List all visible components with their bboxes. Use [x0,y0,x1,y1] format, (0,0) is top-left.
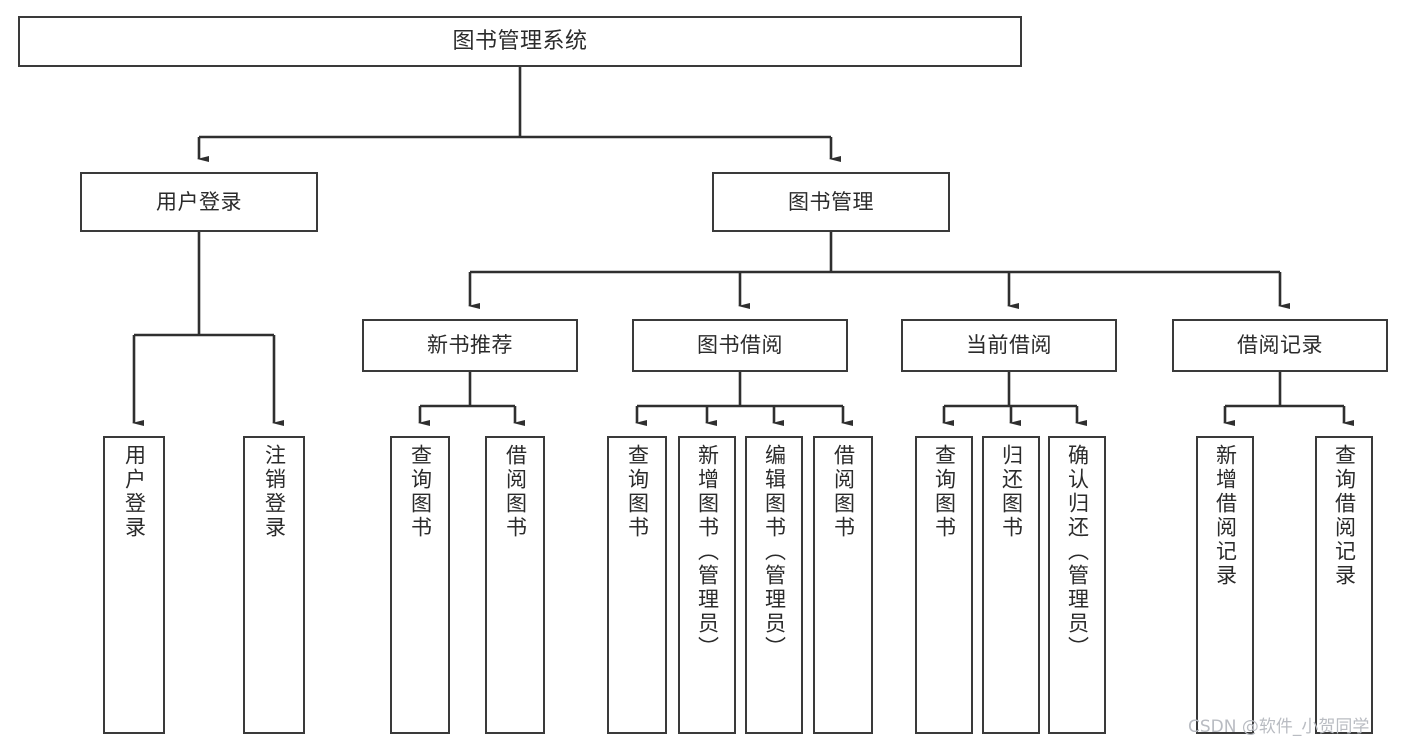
node-leaf-user-login[interactable]: 用户登录 [103,436,165,734]
node-label: 注销登录 [262,444,287,540]
node-leaf-add-record[interactable]: 新增借阅记录 [1196,436,1254,734]
csdn-watermark: CSDN @软件_小贺同学 [1188,717,1370,737]
node-leaf-query-book-2[interactable]: 查询图书 [607,436,667,734]
node-borrow-record[interactable]: 借阅记录 [1172,319,1388,372]
node-label: 查询图书 [625,444,650,540]
node-label: 编辑图书（管理员） [762,444,787,660]
node-label: 图书管理系统 [452,28,588,54]
node-leaf-return-book[interactable]: 归还图书 [982,436,1040,734]
node-leaf-borrow-book-1[interactable]: 借阅图书 [485,436,545,734]
node-leaf-user-logout[interactable]: 注销登录 [243,436,305,734]
node-user-login[interactable]: 用户登录 [80,172,318,232]
node-label: 新增借阅记录 [1213,444,1238,588]
node-label: 查询图书 [408,444,433,540]
node-label: 新增图书（管理员） [695,444,720,660]
node-label: 归还图书 [999,444,1024,540]
node-label: 图书管理 [788,189,874,214]
node-book-borrow[interactable]: 图书借阅 [632,319,848,372]
node-leaf-confirm-return[interactable]: 确认归还（管理员） [1048,436,1106,734]
node-label: 图书借阅 [697,333,783,358]
node-leaf-borrow-book-2[interactable]: 借阅图书 [813,436,873,734]
node-label: 借阅图书 [831,444,856,540]
node-label: 确认归还（管理员） [1065,444,1090,660]
node-root[interactable]: 图书管理系统 [18,16,1022,67]
node-leaf-query-book-3[interactable]: 查询图书 [915,436,973,734]
node-label: 新书推荐 [427,333,513,358]
node-leaf-query-book-1[interactable]: 查询图书 [390,436,450,734]
node-label: 用户登录 [156,189,242,214]
node-leaf-edit-book[interactable]: 编辑图书（管理员） [745,436,803,734]
node-new-book-rec[interactable]: 新书推荐 [362,319,578,372]
node-label: 当前借阅 [966,333,1052,358]
node-label: 借阅记录 [1237,333,1323,358]
node-current-borrow[interactable]: 当前借阅 [901,319,1117,372]
node-leaf-query-record[interactable]: 查询借阅记录 [1315,436,1373,734]
node-leaf-add-book[interactable]: 新增图书（管理员） [678,436,736,734]
node-book-manage[interactable]: 图书管理 [712,172,950,232]
node-label: 借阅图书 [503,444,528,540]
node-label: 查询图书 [932,444,957,540]
node-label: 用户登录 [122,444,147,540]
node-label: 查询借阅记录 [1332,444,1357,588]
